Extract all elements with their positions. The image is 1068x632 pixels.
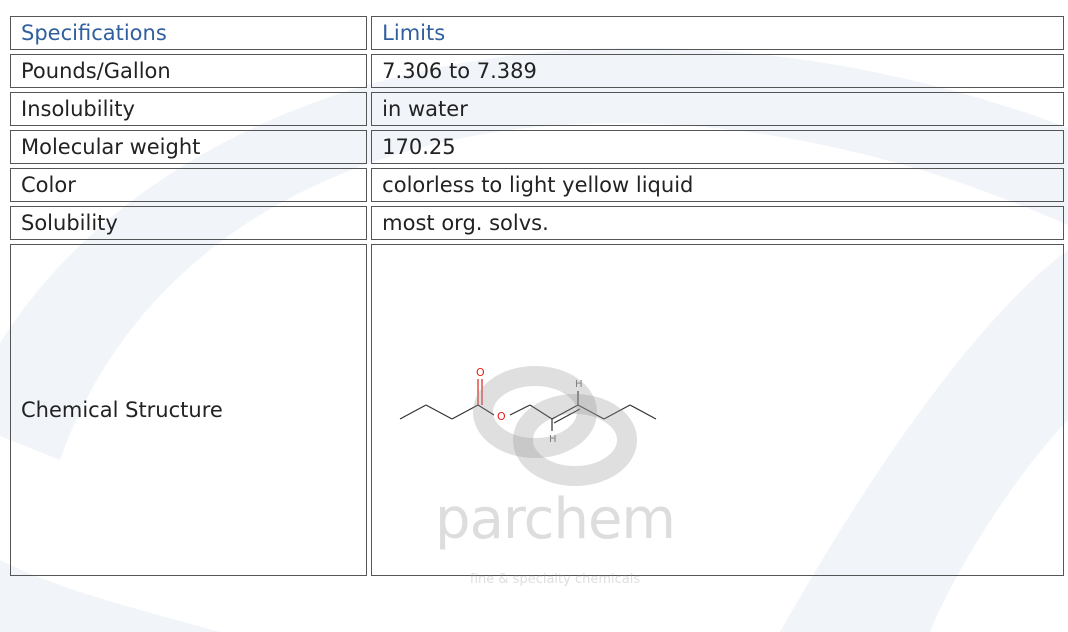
specifications-table: Specifications Limits Pounds/Gallon 7.30…: [6, 12, 1068, 580]
chemical-structure-diagram: O O H H: [399, 366, 657, 445]
atom-h-top: H: [575, 379, 583, 390]
header-limits: Limits: [371, 16, 1064, 50]
limit-cell: 7.306 to 7.389: [371, 54, 1064, 88]
atom-h-bottom: H: [549, 434, 557, 445]
structure-row: Chemical Structure: [10, 244, 1064, 576]
limit-cell: in water: [371, 92, 1064, 126]
limit-cell: most org. solvs.: [371, 206, 1064, 240]
spec-cell: Solubility: [10, 206, 368, 240]
atom-o-ester: O: [497, 410, 506, 423]
table-row: Insolubility in water: [10, 92, 1064, 126]
table-row: Molecular weight 170.25: [10, 130, 1064, 164]
limit-cell: colorless to light yellow liquid: [371, 168, 1064, 202]
structure-label: Chemical Structure: [10, 244, 368, 576]
structure-cell: O O H H: [371, 244, 1064, 576]
table-header-row: Specifications Limits: [10, 16, 1064, 50]
table-row: Color colorless to light yellow liquid: [10, 168, 1064, 202]
spec-cell: Molecular weight: [10, 130, 368, 164]
limit-cell: 170.25: [371, 130, 1064, 164]
table-row: Pounds/Gallon 7.306 to 7.389: [10, 54, 1064, 88]
atom-o-carbonyl: O: [476, 366, 485, 379]
header-specifications: Specifications: [10, 16, 368, 50]
spec-cell: Insolubility: [10, 92, 368, 126]
table-row: Solubility most org. solvs.: [10, 206, 1064, 240]
spec-cell: Color: [10, 168, 368, 202]
spec-cell: Pounds/Gallon: [10, 54, 368, 88]
